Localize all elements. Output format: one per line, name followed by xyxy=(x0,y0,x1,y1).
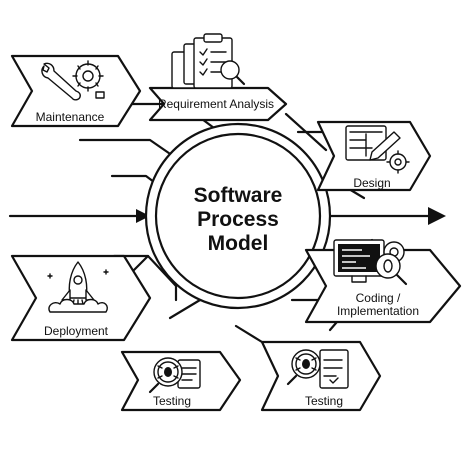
title-line-3: Model xyxy=(208,232,269,255)
requirement-analysis-chevron xyxy=(148,86,288,122)
testing-left-label: Testing xyxy=(153,394,191,408)
inner-ring xyxy=(154,132,322,300)
monitor-code-bug-icon xyxy=(333,239,408,286)
coding-label-line-2: Implementation xyxy=(337,304,419,318)
rocket-launch-icon xyxy=(47,261,109,313)
design-label: Design xyxy=(353,176,390,190)
testing-right-label: Testing xyxy=(305,394,343,408)
chevron-line xyxy=(78,138,178,160)
requirement-analysis-label: Requirement Analysis xyxy=(158,97,274,111)
stage-coding-implementation[interactable]: Coding / Implementation xyxy=(304,239,462,324)
stage-testing-right[interactable]: Testing xyxy=(260,340,382,412)
wrench-gear-icon xyxy=(41,60,105,101)
chevron-line xyxy=(234,324,264,344)
magnifier-bug-checklist-icon xyxy=(286,349,349,389)
stage-maintenance[interactable]: Maintenance xyxy=(10,54,142,128)
stage-deployment[interactable]: Deployment xyxy=(10,254,152,342)
clipboard-checklist-icon xyxy=(171,33,246,89)
chevron-line xyxy=(146,254,178,302)
stage-testing-left[interactable]: Testing xyxy=(120,350,242,412)
title-line-1: Software xyxy=(194,184,283,207)
stage-design[interactable]: Design xyxy=(316,120,432,192)
coding-label-line-1: Coding / xyxy=(356,291,401,305)
title-line-2: Process xyxy=(197,208,279,231)
maintenance-label: Maintenance xyxy=(36,110,105,124)
stage-requirement-analysis[interactable]: Requirement Analysis xyxy=(148,33,288,122)
magnifier-bug-icon xyxy=(148,357,201,394)
center-node: Software Process Model xyxy=(144,122,332,310)
output-arrow-head xyxy=(428,207,446,225)
blueprint-pencil-gear-icon xyxy=(345,125,410,174)
input-arrow-head xyxy=(136,209,150,223)
deployment-label: Deployment xyxy=(44,324,109,338)
